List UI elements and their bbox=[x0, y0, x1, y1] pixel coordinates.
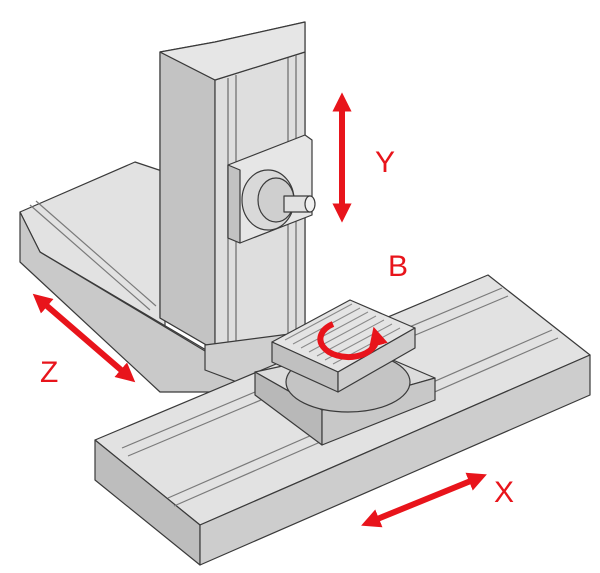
b-axis-label: B bbox=[388, 250, 408, 283]
x-axis-label: X bbox=[494, 476, 514, 509]
rotary-table bbox=[271, 299, 416, 413]
b-axis-rotation-arrow bbox=[317, 321, 388, 361]
z-axis-label: Z bbox=[40, 356, 58, 389]
y-axis-label: Y bbox=[375, 146, 395, 179]
x-axis-arrow bbox=[361, 472, 487, 528]
z-axis-arrow bbox=[32, 293, 136, 383]
spindle-head bbox=[227, 134, 316, 244]
